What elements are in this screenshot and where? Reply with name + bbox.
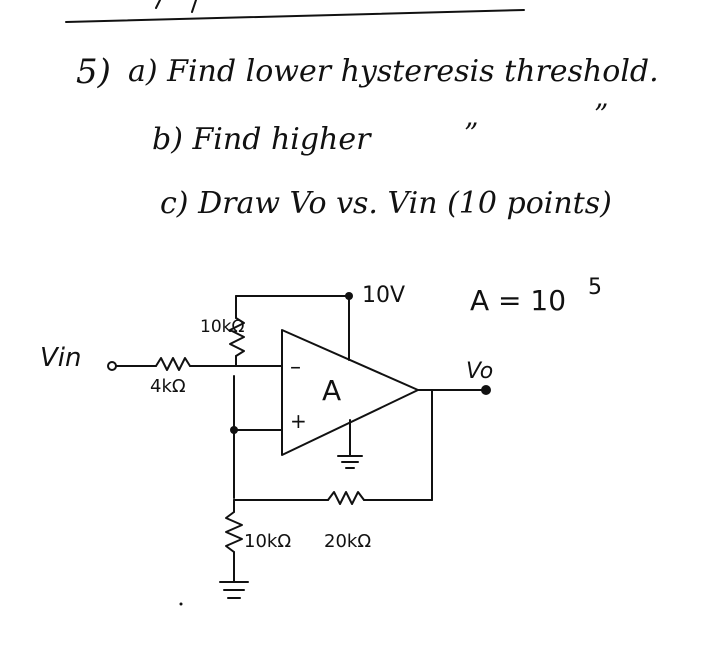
- part-a-text: Find lower hysteresis threshold.: [167, 54, 659, 89]
- input-resistor-label: 4kΩ: [150, 376, 186, 397]
- part-b-text: Find higher: [192, 122, 371, 157]
- vin-terminal: [107, 361, 117, 371]
- feedback-bottom-resistor-label: 20kΩ: [324, 531, 371, 552]
- question-number: 5): [76, 52, 111, 92]
- inverting-sign: –: [290, 355, 301, 380]
- noninverting-sign: +: [290, 409, 307, 433]
- part-a-label: a): [128, 54, 158, 89]
- top-fragment-strokes: [155, 0, 197, 13]
- gain-exponent: 5: [588, 275, 602, 300]
- ground-resistor-label: 10kΩ: [244, 531, 291, 552]
- ditto-mark-2: ”: [594, 98, 609, 131]
- vo-label: Vo: [466, 359, 493, 384]
- part-c-text: Draw Vo vs. Vin (10 points): [198, 186, 612, 221]
- stray-dot: [179, 602, 183, 606]
- ditto-mark-1: ”: [464, 117, 479, 150]
- part-b-label: b): [152, 122, 183, 157]
- question-part-c: c) Draw Vo vs. Vin (10 points): [160, 186, 612, 221]
- opamp-label: A: [322, 374, 341, 407]
- feedback-top-resistor: [229, 317, 245, 357]
- part-c-label: c): [160, 186, 189, 221]
- supply-label: 10V: [362, 283, 405, 308]
- noninverting-junction-dot: [230, 426, 238, 434]
- vo-terminal-dot: [481, 385, 491, 395]
- top-rule-line: [65, 9, 525, 23]
- feedback-bottom-resistor: [327, 491, 365, 505]
- question-part-a: a) Find lower hysteresis threshold.: [128, 54, 659, 89]
- ground-resistor: [225, 511, 243, 553]
- question-part-b: b) Find higher: [152, 122, 370, 157]
- gain-label: A = 10: [470, 284, 566, 317]
- input-resistor: [155, 357, 191, 371]
- vin-label: Vin: [40, 343, 82, 373]
- supply-junction-dot: [345, 292, 353, 300]
- feedback-top-resistor-label: 10kΩ: [200, 317, 244, 337]
